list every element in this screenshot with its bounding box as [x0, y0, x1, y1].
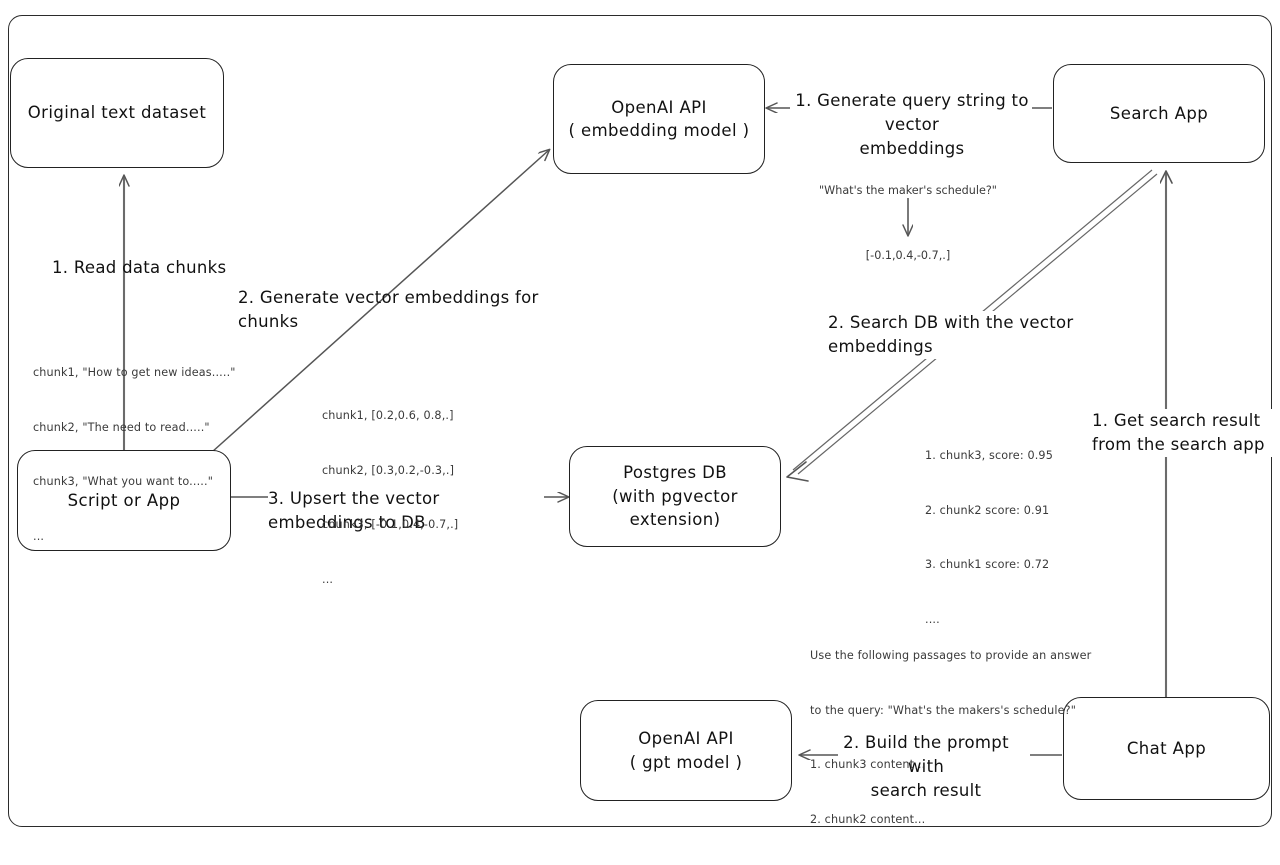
annotation-line: 2. chunk2 score: 0.91 [925, 503, 1050, 517]
annotation-line: chunk3, [-0.1,0.4,-0.7,.] [322, 518, 459, 532]
node-label-line1: Postgres DB [623, 463, 727, 483]
node-label-line2: ( gpt model ) [629, 752, 743, 772]
annotation-line: .... [925, 612, 940, 626]
edge-label-line1: 1. Get search result [1092, 411, 1261, 430]
diagram-canvas: Original text dataset OpenAI API ( embed… [8, 15, 1272, 827]
edge-label-build-prompt: 2. Build the prompt with search result [838, 731, 1014, 803]
node-label-line2: (with pgvector extension) [612, 486, 738, 530]
edge-label-line1: 2. Build the prompt with [843, 733, 1009, 776]
annotation-line: to the query: "What's the makers's sched… [810, 703, 1077, 717]
annotation-line: chunk3, "What you want to....." [33, 475, 213, 489]
node-openai-api-gpt[interactable]: OpenAI API ( gpt model ) [580, 700, 792, 801]
annotation-line: 1. chunk3 content... [810, 758, 926, 772]
annotation-line: 1. chunk3, score: 0.95 [925, 449, 1053, 463]
annotation-prompt-block: Use the following passages to provide an… [810, 611, 1110, 865]
annotation-line: chunk1, [0.2,0.6, 0.8,.] [322, 409, 454, 423]
annotation-line: 2. chunk2 content... [810, 812, 926, 826]
edge-label-read-data-chunks: 1. Read data chunks [52, 258, 227, 277]
annotation-line: ... [322, 572, 334, 586]
edge-label-upsert-embeddings: 3. Upsert the vector embeddings to DB [268, 487, 544, 535]
edge-label-search-db: 2. Search DB with the vector embeddings [828, 311, 1158, 359]
node-label-line2: ( embedding model ) [568, 121, 750, 140]
annotation-line: chunk1, "How to get new ideas....." [33, 366, 236, 380]
annotation-line: ... [33, 529, 45, 543]
node-postgres-db[interactable]: Postgres DB (with pgvector extension) [569, 446, 781, 547]
node-original-text-dataset[interactable]: Original text dataset [10, 58, 224, 168]
edge-label-generate-vector-embeddings: 2. Generate vector embeddings for chunks [238, 288, 539, 331]
annotation-query-string: "What's the maker's schedule?" [819, 184, 997, 197]
annotation-line: chunk2, [0.3,0.2,-0.3,.] [322, 463, 455, 477]
node-label-line1: OpenAI API [611, 97, 707, 117]
edge-label-generate-query-string: 1. Generate query string to vector embed… [792, 89, 1032, 161]
edge-label-line2: from the search app [1092, 434, 1265, 454]
node-chat-app[interactable]: Chat App [1063, 697, 1270, 800]
node-label: Script or App [67, 490, 181, 510]
edge-label-line2: search result [870, 780, 982, 800]
annotation-query-vector: [-0.1,0.4,-0.7,.] [865, 249, 951, 262]
node-label-line1: OpenAI API [638, 729, 734, 749]
node-label: Chat App [1126, 738, 1207, 758]
node-openai-api-embedding[interactable]: OpenAI API ( embedding model ) [553, 64, 765, 174]
annotation-line: 3. chunk1 score: 0.72 [925, 558, 1050, 572]
annotation-line: Use the following passages to provide an… [810, 649, 1092, 663]
edge-label-line1: 1. Generate query string to vector [795, 91, 1029, 134]
node-label: Original text dataset [27, 103, 207, 123]
node-script-or-app[interactable]: Script or App [17, 450, 231, 551]
annotation-chunks-text: chunk1, "How to get new ideas....." chun… [33, 328, 273, 582]
annotation-line: chunk2, "The need to read....." [33, 420, 210, 434]
node-search-app[interactable]: Search App [1053, 64, 1265, 163]
annotation-chunk-vectors: chunk1, [0.2,0.6, 0.8,.] chunk2, [0.3,0.… [322, 371, 552, 625]
edge-label-get-search-result: 1. Get search result from the search app [1092, 409, 1272, 457]
node-label: Search App [1109, 103, 1209, 123]
edge-label-line2: embeddings [859, 138, 965, 158]
